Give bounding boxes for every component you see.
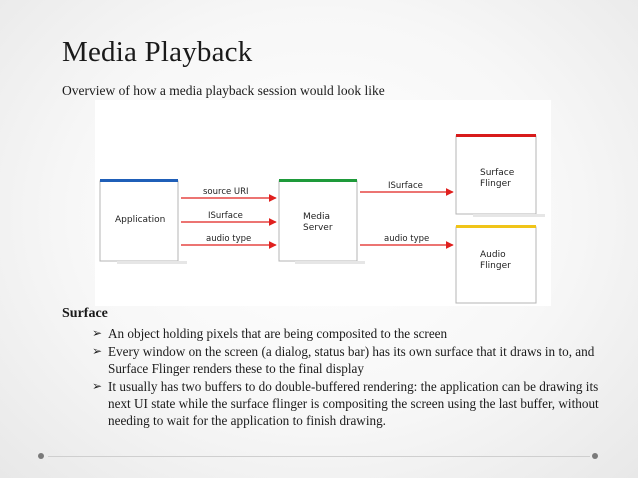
application-node: Application	[99, 179, 187, 264]
application-shadow	[117, 261, 187, 264]
media-playback-diagram: Application Media Server Surface Flinger…	[95, 100, 551, 306]
application-color-bar	[100, 179, 178, 182]
media-server-shadow	[295, 261, 365, 264]
footer-dot-right	[592, 453, 598, 459]
bullet-arrow-icon: ➢	[92, 326, 103, 340]
edge-isurface-right-label: ISurface	[388, 181, 423, 191]
audio-flinger-label-line2: Flinger	[480, 261, 511, 271]
media-server-color-bar	[279, 179, 357, 182]
bullet-text: Every window on the screen (a dialog, st…	[108, 344, 595, 376]
slide-subtitle: Overview of how a media playback session…	[62, 83, 385, 98]
media-server-label-line1: Media	[303, 212, 330, 222]
audio-flinger-label-line1: Audio	[480, 250, 506, 260]
slide-title: Media Playback	[62, 36, 253, 68]
audio-flinger-node: Audio Flinger	[455, 225, 537, 304]
bullet-item: ➢ An object holding pixels that are bein…	[92, 325, 602, 342]
edge-isurface-left: ISurface	[181, 211, 277, 226]
bullet-arrow-icon: ➢	[92, 379, 103, 393]
bullet-item: ➢ It usually has two buffers to do doubl…	[92, 378, 602, 429]
surface-flinger-color-bar	[456, 134, 536, 137]
edge-source-uri-label: source URI	[203, 187, 249, 197]
section-heading: Surface	[62, 306, 108, 321]
surface-flinger-label-line1: Surface	[480, 168, 515, 178]
bullet-text: An object holding pixels that are being …	[108, 326, 448, 341]
edge-audio-type-left-label: audio type	[206, 234, 251, 244]
bullet-list: ➢ An object holding pixels that are bein…	[92, 325, 602, 430]
edge-source-uri: source URI	[181, 187, 277, 202]
audio-flinger-color-bar	[456, 225, 536, 228]
surface-flinger-node: Surface Flinger	[455, 134, 545, 217]
surface-flinger-label-line2: Flinger	[480, 179, 511, 189]
footer-divider	[48, 456, 590, 457]
media-server-label-line2: Server	[303, 223, 333, 233]
surface-flinger-shadow	[473, 214, 545, 217]
edge-audio-type-right-label: audio type	[384, 234, 429, 244]
bullet-arrow-icon: ➢	[92, 344, 103, 358]
edge-isurface-right: ISurface	[360, 181, 454, 196]
media-server-node: Media Server	[278, 179, 365, 264]
edge-audio-type-right: audio type	[360, 234, 454, 249]
bullet-text: It usually has two buffers to do double-…	[108, 379, 599, 428]
bullet-item: ➢ Every window on the screen (a dialog, …	[92, 343, 602, 377]
footer-dot-left	[38, 453, 44, 459]
edge-isurface-left-label: ISurface	[208, 211, 243, 221]
application-label: Application	[115, 215, 165, 225]
edge-audio-type-left: audio type	[181, 234, 277, 249]
